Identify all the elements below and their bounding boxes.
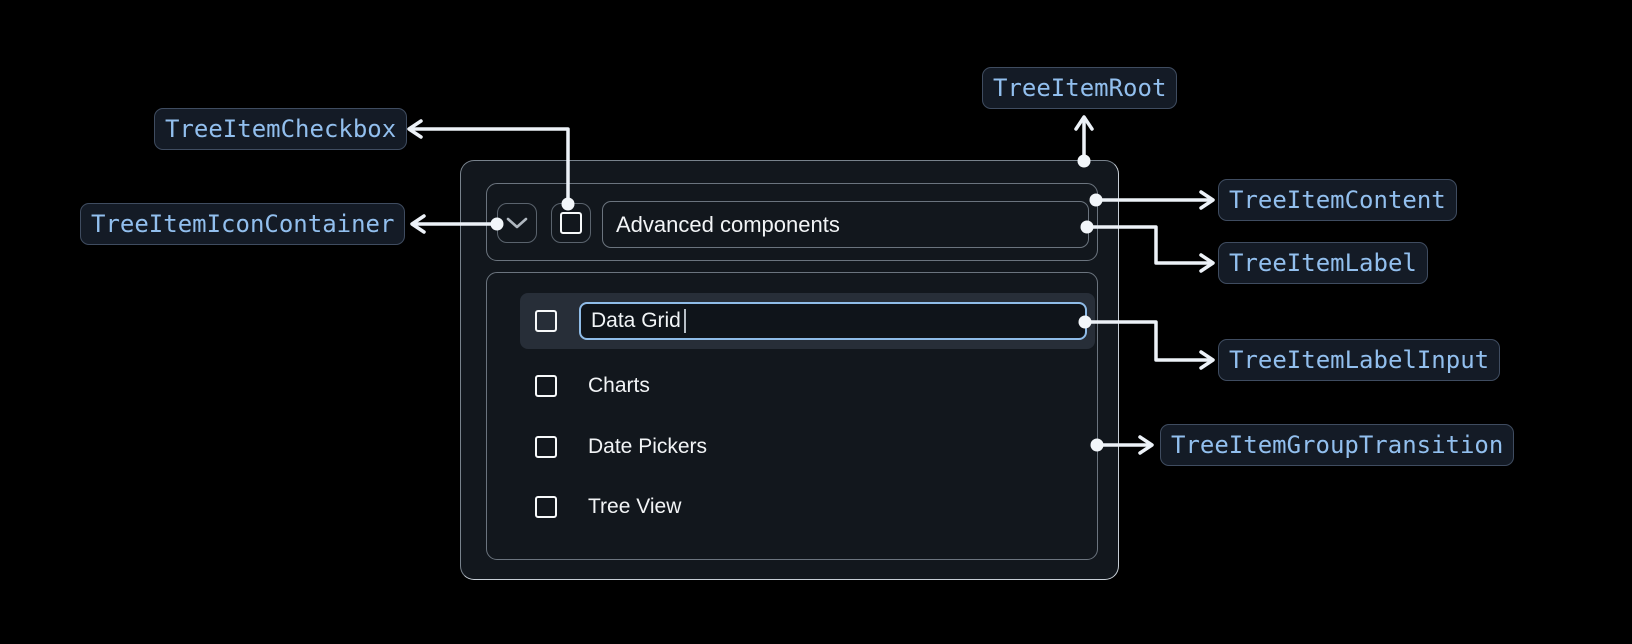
connector-tree-item-root — [1074, 115, 1094, 163]
label-input-value: Data Grid — [591, 309, 681, 332]
checkbox-unchecked-icon[interactable] — [535, 436, 557, 458]
callout-tree-item-checkbox: TreeItemCheckbox — [154, 108, 408, 150]
checkbox-unchecked-icon[interactable] — [560, 212, 582, 234]
tree-item-label[interactable]: Advanced components — [602, 201, 1089, 248]
tree-item-checkbox-container[interactable] — [551, 203, 591, 243]
tree-item-content[interactable]: Advanced components — [486, 183, 1098, 261]
parent-item-label-text: Advanced components — [616, 211, 840, 237]
callout-tree-item-label: TreeItemLabel — [1218, 242, 1428, 284]
tree-item-group: Data Grid Charts Date Pickers Tree View — [486, 272, 1098, 560]
checkbox-unchecked-icon[interactable] — [535, 310, 557, 332]
callout-tree-item-root: TreeItemRoot — [982, 67, 1178, 109]
checkbox-unchecked-icon[interactable] — [535, 496, 557, 518]
tree-row-label: Tree View — [588, 495, 682, 518]
tree-row[interactable]: Date Pickers — [487, 433, 1099, 461]
tree-row[interactable]: Tree View — [487, 493, 1099, 521]
expand-collapse-button[interactable] — [497, 203, 537, 243]
tree-row-editing[interactable]: Data Grid — [520, 293, 1095, 349]
tree-row-label: Date Pickers — [588, 435, 708, 458]
tree-item-root-panel: Advanced components Data Grid Charts Dat… — [460, 160, 1119, 580]
chevron-down-icon — [504, 216, 530, 230]
callout-tree-item-label-input: TreeItemLabelInput — [1218, 339, 1501, 381]
callout-tree-item-group-transition: TreeItemGroupTransition — [1160, 424, 1515, 466]
checkbox-unchecked-icon[interactable] — [535, 375, 557, 397]
callout-tree-item-icon-container: TreeItemIconContainer — [80, 203, 406, 245]
callout-tree-item-content: TreeItemContent — [1218, 179, 1457, 221]
tree-item-label-input[interactable]: Data Grid — [579, 302, 1087, 340]
text-caret — [683, 309, 686, 333]
tree-row[interactable]: Charts — [487, 372, 1099, 400]
tree-row-label: Charts — [588, 374, 650, 397]
